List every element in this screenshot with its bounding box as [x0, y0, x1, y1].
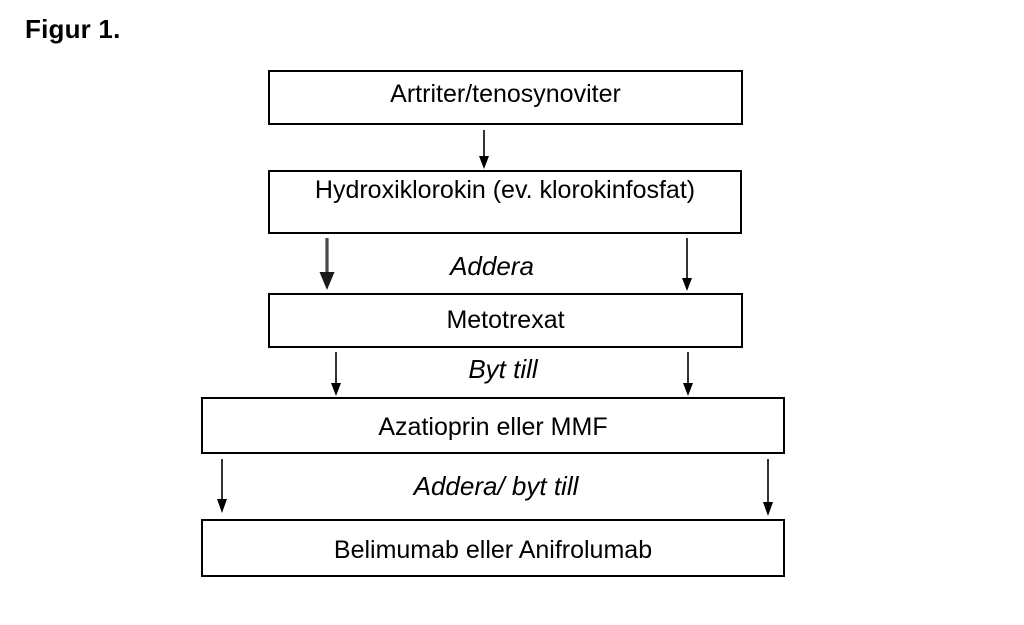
arrow-right-hydroxiklorokin-to-metotrexat-icon: [682, 238, 692, 291]
arrow-left-azatioprin-to-belimumab-icon: [217, 459, 227, 513]
flow-box-hydroxiklorokin: Hydroxiklorokin (ev. klorokinfosfat): [268, 170, 742, 234]
flow-box-artriter: Artriter/tenosynoviter: [268, 70, 743, 125]
flow-box-metotrexat: Metotrexat: [268, 293, 743, 348]
edge-label-byt-till: Byt till: [468, 354, 538, 384]
flow-box-belimumab: Belimumab eller Anifrolumab: [201, 519, 785, 577]
arrow-right-metotrexat-to-azatioprin-icon: [683, 352, 693, 396]
edge-label-addera: Addera: [450, 251, 534, 281]
arrow-left-metotrexat-to-azatioprin-icon: [331, 352, 341, 396]
arrow-artriter-to-hydroxiklorokin-icon: [479, 130, 489, 169]
arrow-thick-hydroxiklorokin-to-metotrexat-icon: [319, 238, 335, 290]
flow-box-azatioprin: Azatioprin eller MMF: [201, 397, 785, 454]
arrow-right-azatioprin-to-belimumab-icon: [763, 459, 773, 516]
figure-title: Figur 1.: [25, 14, 121, 44]
edge-label-addera-byt-till: Addera/ byt till: [413, 471, 579, 501]
